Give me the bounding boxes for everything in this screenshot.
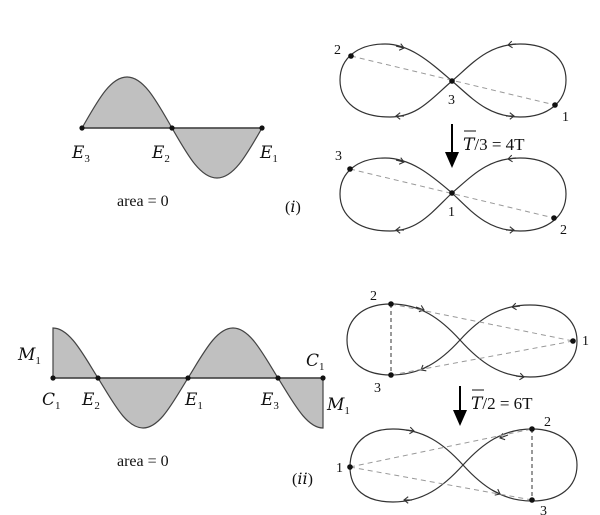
body-1: [449, 190, 455, 196]
label-body-3: 3: [448, 93, 455, 108]
body-1: [552, 102, 558, 108]
dashed-chord: [390, 340, 574, 376]
point-E1: [259, 125, 265, 131]
dashed-chord: [390, 303, 574, 342]
transition-label: T/3 = 4T: [463, 135, 525, 155]
dashed-chord: [349, 168, 555, 219]
lobe-3: [186, 327, 280, 379]
body-2: [529, 426, 535, 432]
body-3: [388, 372, 394, 378]
label-E1: E1: [259, 143, 278, 165]
orbit-i-after: 3 1 2: [335, 149, 567, 238]
panel-i: E3 E2 E1 area = 0 (i) 2 3 1: [71, 40, 569, 238]
panel-ii: M1 C1 E2 E1 E3 C1 M1 area = 0 (ii): [17, 289, 589, 515]
label-body-1: 1: [562, 110, 569, 125]
label-E3: E3: [71, 143, 90, 165]
body-2: [348, 53, 354, 59]
panel-tag-i: (i): [285, 197, 301, 216]
point-E1: [185, 375, 191, 381]
point-E3: [79, 125, 85, 131]
label-body-2: 2: [370, 289, 377, 304]
label-body-3: 3: [540, 504, 547, 515]
label-E2: E2: [81, 390, 100, 412]
label-body-2: 2: [544, 415, 551, 430]
orbit-ii-after: 1 2 3: [336, 415, 578, 515]
transition-i: T/3 = 4T: [445, 124, 525, 168]
body-1: [347, 464, 353, 470]
point-C1-left: [50, 375, 56, 381]
orbit-ii-before: 2 3 1: [346, 289, 589, 396]
body-2: [551, 215, 557, 221]
point-C1-right: [320, 375, 326, 381]
label-body-3: 3: [335, 149, 342, 164]
transition-label: T/2 = 6T: [471, 394, 533, 414]
positive-lobe: [80, 76, 174, 129]
wave-plot-ii: M1 C1 E2 E1 E3 C1 M1 area = 0: [17, 327, 350, 470]
caption-area: area = 0: [117, 193, 169, 210]
dashed-chord: [349, 428, 533, 468]
label-M1-left: M1: [17, 345, 41, 367]
lobe-4: [276, 377, 324, 429]
transition-ii: T/2 = 6T: [453, 386, 533, 426]
body-3: [347, 166, 353, 172]
lobe-2: [96, 377, 190, 429]
label-E1: E1: [184, 390, 203, 412]
lobe-1: [52, 327, 100, 379]
dashed-chord: [349, 466, 533, 501]
label-E2: E2: [151, 143, 170, 165]
dashed-chord: [350, 55, 556, 106]
point-E2: [95, 375, 101, 381]
caption-area: area = 0: [117, 453, 169, 470]
label-E3: E3: [260, 390, 279, 412]
negative-lobe: [170, 127, 264, 179]
body-3: [449, 78, 455, 84]
body-1: [570, 338, 576, 344]
point-E3: [275, 375, 281, 381]
figure-eight-curve: [346, 303, 578, 378]
body-2: [388, 301, 394, 307]
wave-plot-i: E3 E2 E1 area = 0: [71, 76, 278, 210]
label-C1-left: C1: [42, 390, 61, 412]
label-body-2: 2: [560, 223, 567, 238]
figure-eight-curve: [349, 428, 578, 503]
label-body-1: 1: [336, 461, 343, 476]
label-body-2: 2: [334, 43, 341, 58]
point-E2: [169, 125, 175, 131]
label-C1-right: C1: [306, 351, 325, 373]
label-body-3: 3: [374, 381, 381, 396]
panel-tag-ii: (ii): [292, 469, 313, 488]
label-body-1: 1: [448, 205, 455, 220]
body-3: [529, 497, 535, 503]
label-body-1: 1: [582, 334, 589, 349]
label-M1-right: M1: [326, 395, 350, 417]
orbit-i-before: 2 3 1: [334, 40, 569, 125]
